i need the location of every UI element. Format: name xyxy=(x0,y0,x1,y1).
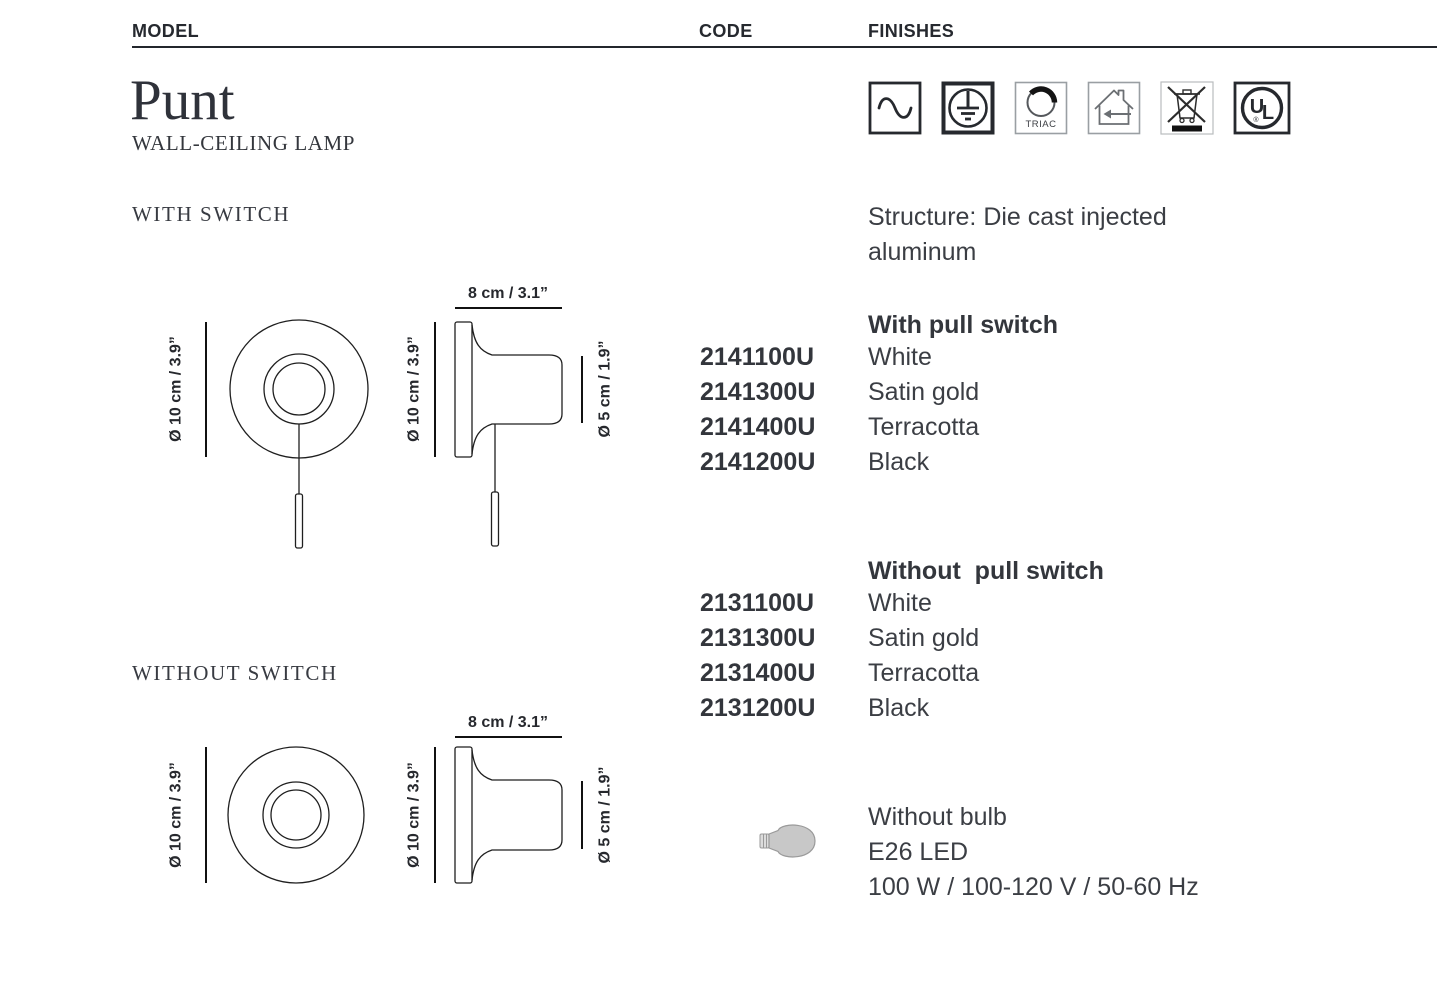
table-row: 2131400U Terracotta xyxy=(700,659,979,694)
finish-name: Satin gold xyxy=(868,378,980,406)
lamp-inner-circle xyxy=(272,362,326,416)
dimension-label-depth: 8 cm / 3.1” xyxy=(468,285,548,302)
dimension-label-diameter: Ø 10 cm / 3.9” xyxy=(406,762,423,868)
lamp-body-profile xyxy=(471,324,563,455)
table-row: 2141100U White xyxy=(700,343,979,378)
without-switch-front-view-drawing: Ø 10 cm / 3.9” xyxy=(168,746,365,884)
table-row: 2141200U Black xyxy=(700,448,979,483)
dimension-label-body-diameter: Ø 5 cm / 1.9” xyxy=(597,767,614,864)
table-row: 2131100U White xyxy=(700,589,979,624)
dimension-label-diameter: Ø 10 cm / 3.9” xyxy=(406,336,423,442)
finish-name: Satin gold xyxy=(868,624,980,652)
dimension-label-diameter: Ø 10 cm / 3.9” xyxy=(168,762,185,868)
product-subtitle: WALL-CEILING LAMP xyxy=(132,131,356,155)
product-code: 2131200U xyxy=(700,694,816,722)
product-code: 2141400U xyxy=(700,413,816,441)
finish-name: Terracotta xyxy=(868,659,980,687)
without-switch-side-view-drawing: 8 cm / 3.1” Ø 10 cm / 3.9” Ø 5 cm / 1.9” xyxy=(406,714,614,884)
dimension-label-body-diameter: Ø 5 cm / 1.9” xyxy=(597,341,614,438)
wall-plate xyxy=(454,321,473,458)
pull-cord-handle xyxy=(490,491,500,547)
lamp-inner-circle xyxy=(270,789,322,841)
product-code: 2141200U xyxy=(700,448,816,476)
finish-name: Black xyxy=(868,448,930,476)
table-row: 2131300U Satin gold xyxy=(700,624,979,659)
product-code: 2141100U xyxy=(700,343,815,371)
ul-icon-letter-u: U xyxy=(1250,96,1264,118)
code-finish-list-without-pull-switch: 2131100U White 2131300U Satin gold 21314… xyxy=(700,589,979,729)
ac-current-icon xyxy=(868,81,922,135)
table-row: 2141400U Terracotta xyxy=(700,413,979,448)
section-label-without-switch: WITHOUT SWITCH xyxy=(132,661,338,685)
product-code: 2131300U xyxy=(700,624,816,652)
indoor-use-icon xyxy=(1087,81,1141,135)
triac-dimmer-icon: TRIAC xyxy=(1014,81,1068,135)
product-code: 2131400U xyxy=(700,659,816,687)
code-finish-list-with-pull-switch: 2141100U White 2141300U Satin gold 21414… xyxy=(700,343,979,483)
ul-icon-registered-mark: ® xyxy=(1253,116,1259,124)
ul-listed-icon: U L ® xyxy=(1233,81,1291,135)
structure-spec: Structure: Die cast injected aluminum xyxy=(868,200,1167,270)
pull-cord-handle xyxy=(294,493,304,549)
column-header-finishes: FINISHES xyxy=(868,21,955,41)
dimension-label-depth: 8 cm / 3.1” xyxy=(468,714,548,731)
structure-line-2: aluminum xyxy=(868,238,977,266)
triac-icon-label: TRIAC xyxy=(1026,119,1057,130)
column-header-model: MODEL xyxy=(132,21,199,41)
lamp-outer-circle xyxy=(227,746,365,884)
product-code: 2131100U xyxy=(700,589,815,617)
group-title-with-pull-switch: With pull switch xyxy=(868,311,1059,339)
lamp-middle-circle xyxy=(263,353,335,425)
group-title-without-pull-switch: Without pull switch xyxy=(868,557,1104,585)
grounding-class1-icon xyxy=(941,81,995,135)
weee-no-trash-icon xyxy=(1160,81,1214,135)
with-switch-front-view-drawing: Ø 10 cm / 3.9” xyxy=(168,319,369,549)
lamp-body-profile xyxy=(471,749,563,881)
page-title: Punt xyxy=(130,69,235,132)
finish-name: White xyxy=(868,343,932,371)
bulb-line-3: 100 W / 100-120 V / 50-60 Hz xyxy=(868,873,1199,901)
wall-plate xyxy=(454,746,473,884)
bulb-icon xyxy=(759,824,816,858)
section-label-with-switch: WITH SWITCH xyxy=(132,202,291,226)
table-row: 2131200U Black xyxy=(700,694,979,729)
dimension-label-diameter: Ø 10 cm / 3.9” xyxy=(168,336,185,442)
finish-name: Terracotta xyxy=(868,413,980,441)
lamp-middle-circle xyxy=(262,781,330,849)
finish-name: Black xyxy=(868,694,930,722)
bulb-spec: Without bulb E26 LED 100 W / 100-120 V /… xyxy=(868,800,1199,905)
with-switch-side-view-drawing: 8 cm / 3.1” Ø 10 cm / 3.9” Ø 5 cm / 1.9” xyxy=(406,285,614,547)
finishes-icon-row: TRIAC U L ® xyxy=(868,81,1291,135)
finish-name: White xyxy=(868,589,932,617)
product-code: 2141300U xyxy=(700,378,816,406)
structure-line-1: Structure: Die cast injected xyxy=(868,203,1167,231)
table-row: 2141300U Satin gold xyxy=(700,378,979,413)
bulb-line-1: Without bulb xyxy=(868,803,1007,831)
header-divider xyxy=(132,46,1437,48)
ul-icon-letter-l: L xyxy=(1262,102,1274,124)
bulb-line-2: E26 LED xyxy=(868,838,969,866)
column-header-code: CODE xyxy=(699,21,753,41)
